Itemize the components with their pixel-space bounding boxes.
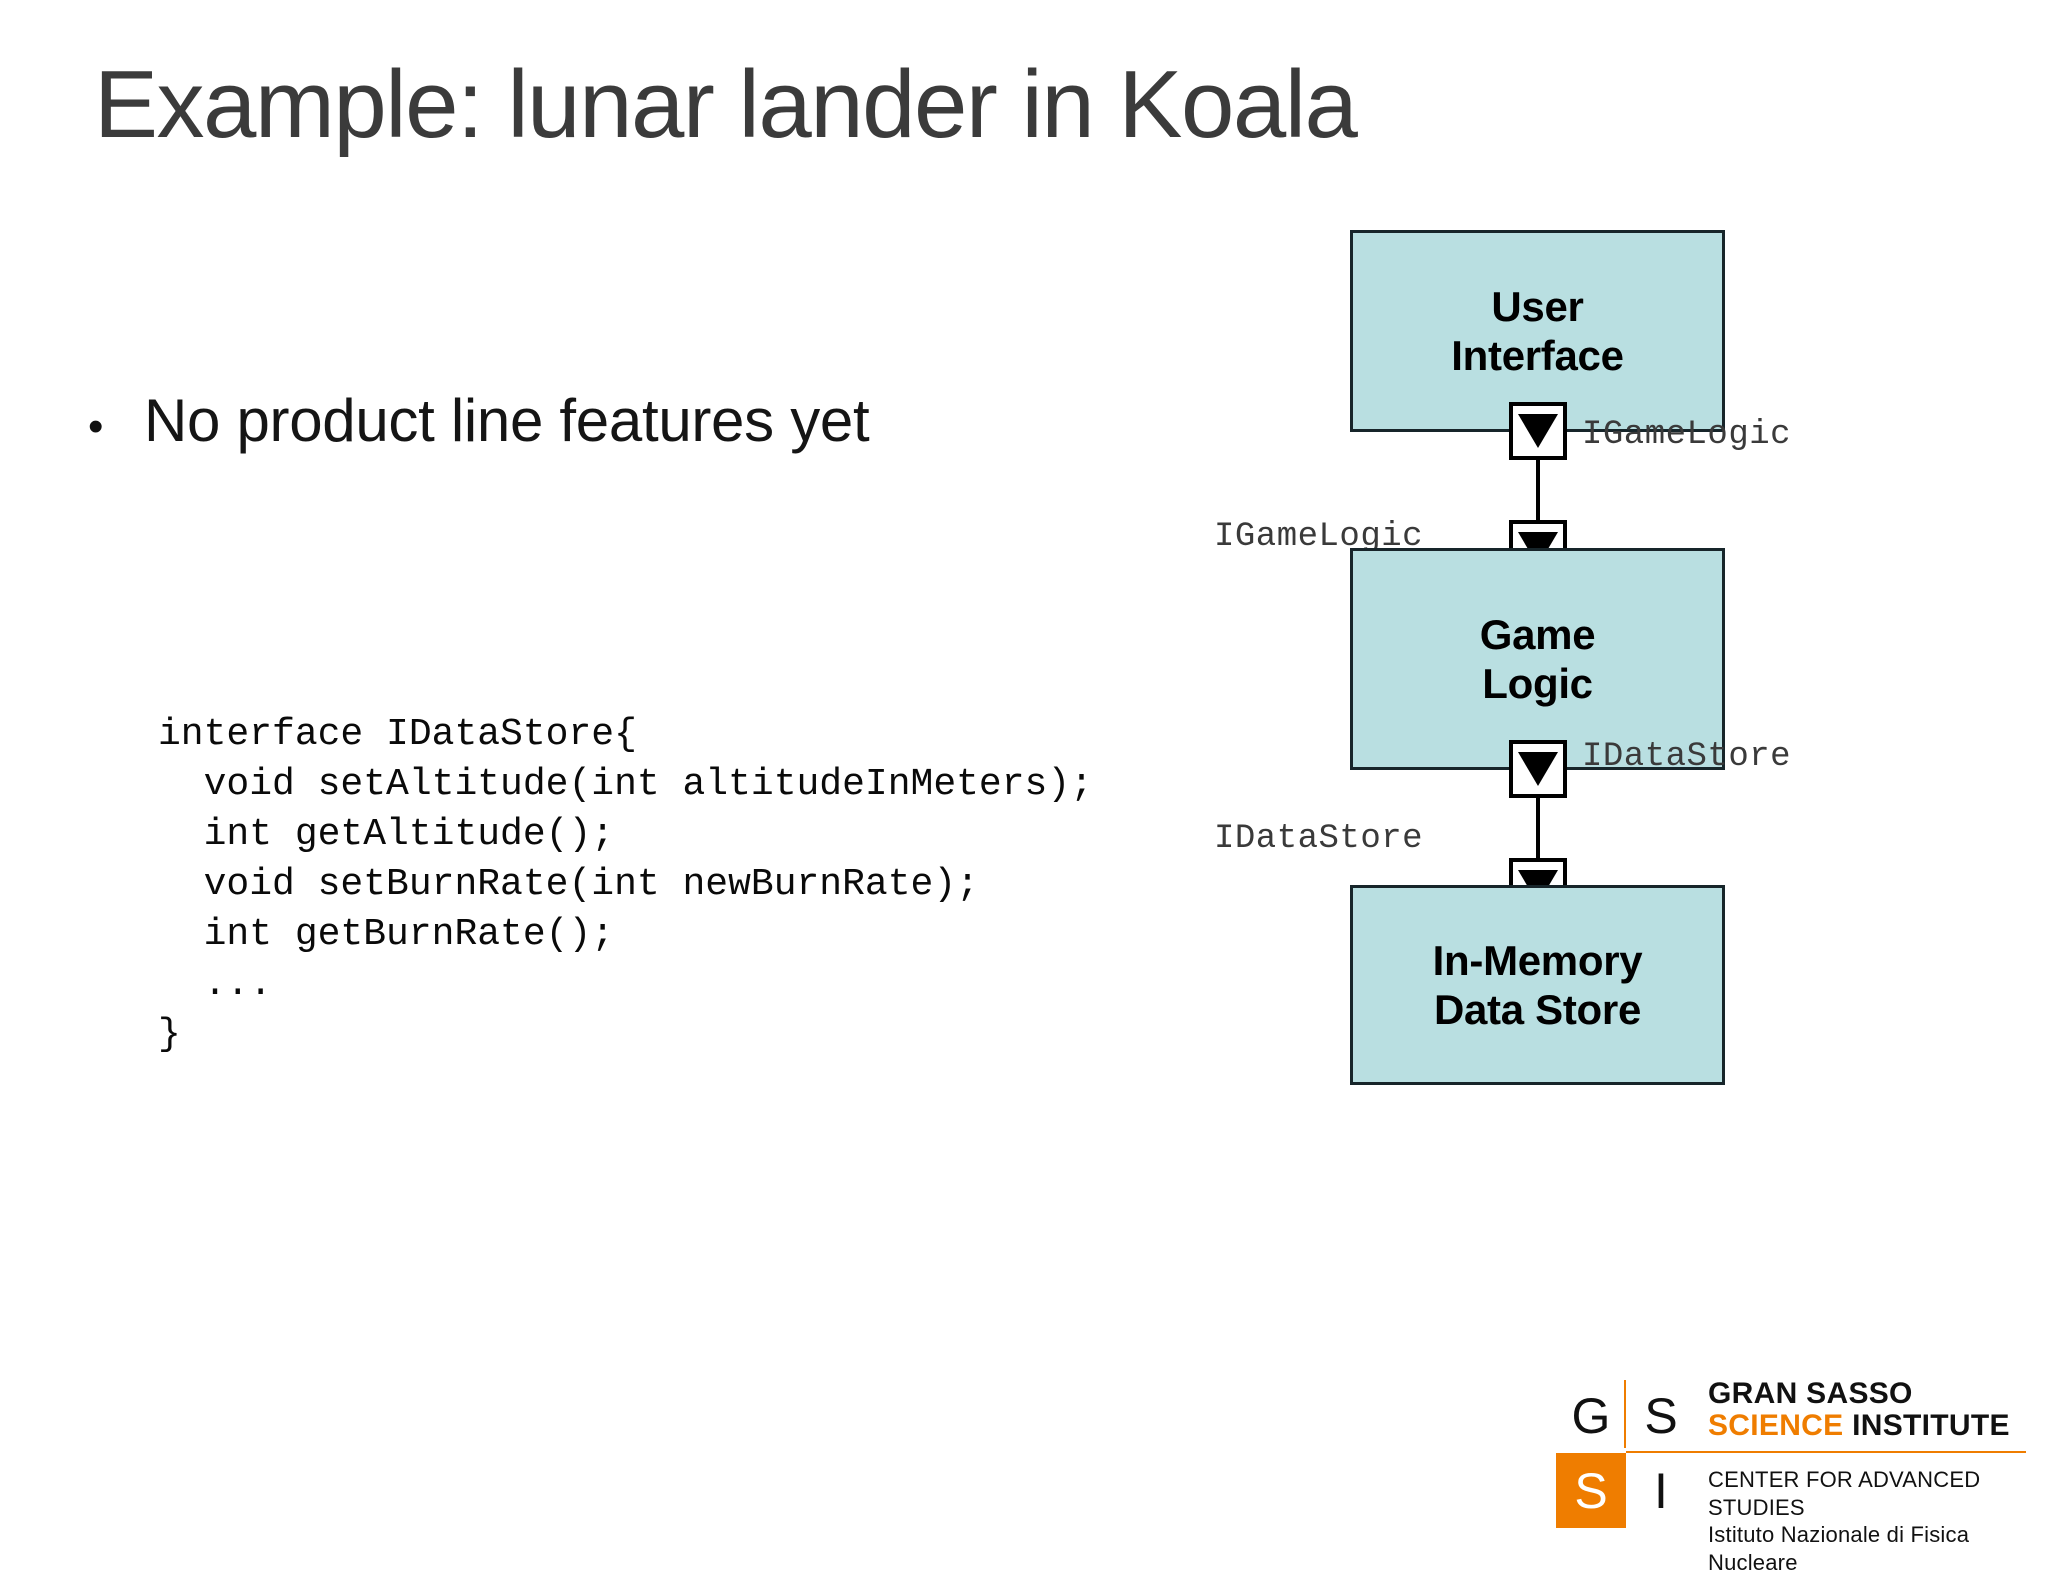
logo-letter-s-bottom: S — [1556, 1453, 1626, 1528]
interface-label-datastore-provides-idatastore: IDataStore — [1214, 820, 1424, 858]
logo-letter-g: G — [1571, 1387, 1611, 1444]
gssi-logo: G S S I GRAN SASSO SCIENCE INSTITUTE CEN… — [1556, 1378, 2028, 1575]
logo-divider-vertical — [1624, 1380, 1626, 1448]
interface-label-gamelogic-requires-idatastore: IDataStore — [1582, 738, 1792, 776]
bullet-list: • No product line features yet — [82, 388, 1232, 472]
logo-word-institute: INSTITUTE — [1843, 1408, 2010, 1442]
interface-label-ui-requires-igamelogic: IGameLogic — [1582, 416, 1792, 454]
connector-line-gamelogic-datastore — [1536, 768, 1540, 888]
code-snippet: interface IDataStore{ void setAltitude(i… — [158, 713, 1093, 1056]
bullet-icon: • — [88, 402, 104, 451]
logo-line-center: CENTER FOR ADVANCED STUDIES — [1708, 1467, 1981, 1520]
socket-icon-ui-requires-igamelogic[interactable] — [1509, 402, 1567, 460]
triangle-down-icon — [1518, 414, 1558, 448]
logo-letter-s-top: S — [1644, 1387, 1678, 1444]
list-item: • No product line features yet — [82, 388, 1232, 454]
page-title: Example: lunar lander in Koala — [94, 51, 1358, 158]
logo-wordmark: GRAN SASSO SCIENCE INSTITUTE — [1708, 1378, 2028, 1441]
triangle-down-icon — [1518, 752, 1558, 786]
logo-line-gran-sasso: GRAN SASSO — [1708, 1377, 1913, 1410]
logo-letter-i: I — [1654, 1462, 1668, 1519]
logo-line-infn: Istituto Nazionale di Fisica Nucleare — [1708, 1522, 1970, 1575]
logo-divider-horizontal — [1626, 1451, 2026, 1453]
logo-letter-grid: G S S I — [1556, 1378, 1696, 1528]
socket-icon-gamelogic-requires-idatastore[interactable] — [1509, 740, 1567, 798]
bullet-text: No product line features yet — [144, 387, 870, 454]
logo-line-science-institute: SCIENCE INSTITUTE — [1708, 1408, 2028, 1442]
logo-subtitle: CENTER FOR ADVANCED STUDIES Istituto Naz… — [1708, 1466, 2038, 1576]
logo-word-science: SCIENCE — [1708, 1408, 1844, 1442]
connector-line-ui-gamelogic — [1536, 430, 1540, 550]
